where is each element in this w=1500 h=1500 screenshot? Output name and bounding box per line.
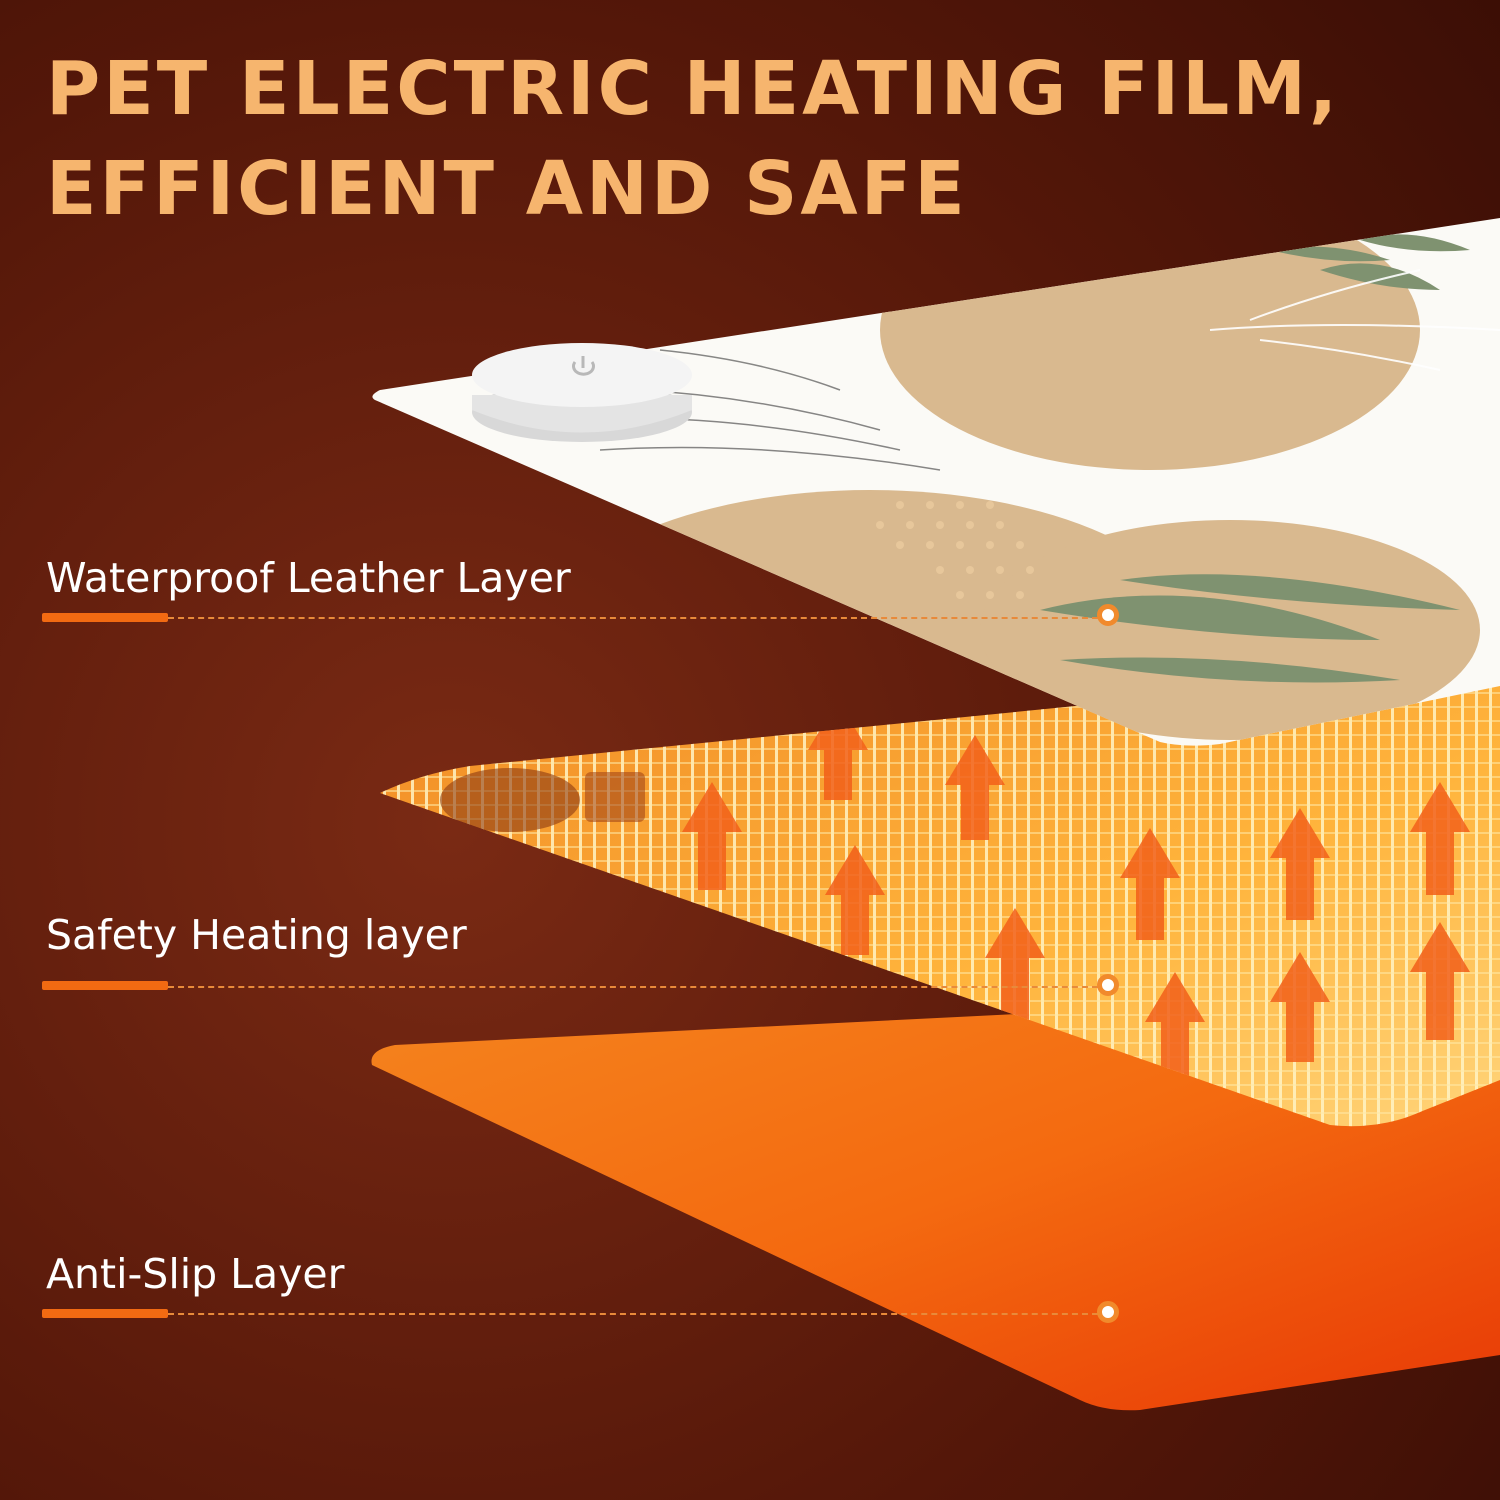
power-button <box>472 343 692 442</box>
heating-layer-label: Safety Heating layer <box>46 911 467 959</box>
accent-bar <box>42 1309 168 1318</box>
anti-slip-layer <box>371 990 1500 1411</box>
callout-line <box>168 1313 1098 1315</box>
waterproof-layer-label: Waterproof Leather Layer <box>46 554 571 602</box>
accent-bar <box>42 981 168 990</box>
callout-marker <box>1097 974 1119 996</box>
page-title-line-1: PET ELECTRIC HEATING FILM, <box>46 46 1341 132</box>
heating-layer <box>380 664 1500 1127</box>
callout-marker <box>1097 604 1119 626</box>
callout-marker <box>1097 1301 1119 1323</box>
page-title-line-2: EFFICIENT AND SAFE <box>46 146 968 232</box>
callout-line <box>168 986 1098 988</box>
power-icon <box>572 356 595 376</box>
anti-slip-layer-label: Anti-Slip Layer <box>46 1250 345 1298</box>
heat-arrows <box>682 700 1470 1082</box>
accent-bar <box>42 613 168 622</box>
callout-line <box>168 617 1098 619</box>
